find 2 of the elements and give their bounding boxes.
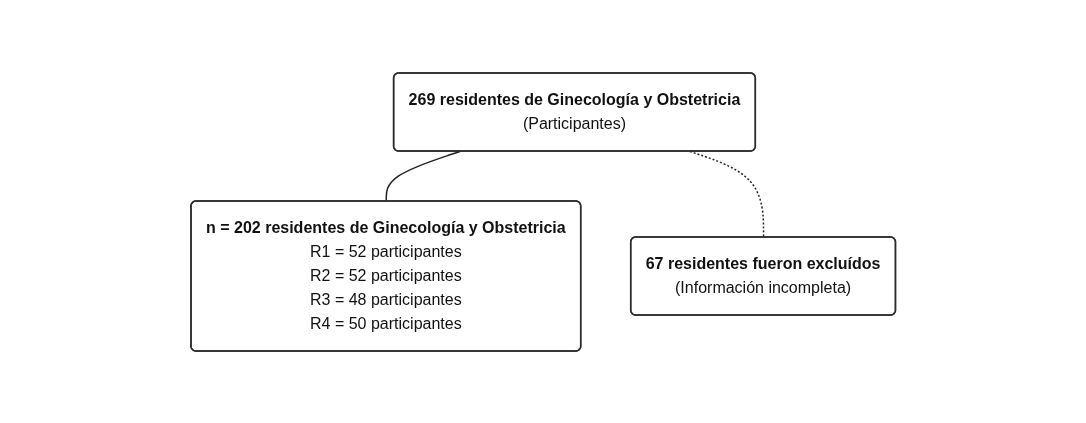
connector — [688, 150, 765, 238]
connector — [385, 150, 461, 202]
